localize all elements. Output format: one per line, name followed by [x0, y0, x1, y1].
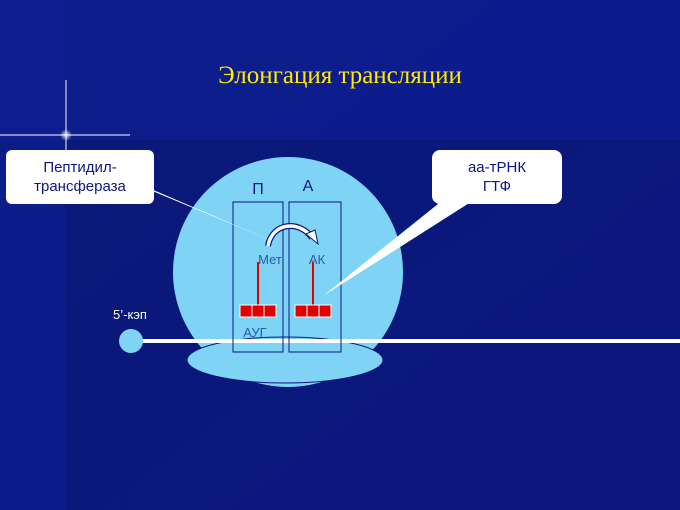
a-codon-cell: [294, 304, 308, 318]
callout-left-line2: трансфераза: [34, 178, 126, 195]
cap-label: 5’-кэп: [113, 307, 147, 322]
ribosome-large-subunit: [173, 157, 403, 387]
flare-center: [60, 129, 72, 141]
a-codon-cell: [306, 304, 320, 318]
site-p-label: П: [252, 181, 264, 198]
callout-right-line2: ГТФ: [482, 178, 512, 195]
transfer-arrow-head: [305, 229, 319, 246]
callout-left-pointer: [130, 180, 270, 240]
top-band: [0, 0, 680, 140]
codon-label: АУГ: [243, 325, 267, 340]
callout-right-pointer: [323, 196, 474, 296]
p-codon-cell: [239, 304, 253, 318]
a-site-box: [288, 201, 342, 353]
callout-left-line1: Пептидил-: [43, 159, 117, 176]
met-label: Мет: [258, 252, 282, 267]
ak-label: АК: [308, 252, 326, 267]
callout-left-text: Пептидил- трансфераза: [6, 158, 154, 196]
site-a-label: А: [302, 178, 314, 195]
p-codon-cell: [263, 304, 277, 318]
callout-left-box: [6, 150, 154, 204]
slide-title: Элонгация трансляции: [218, 62, 462, 89]
ribosome-small-subunit: [186, 336, 384, 384]
p-codon-cell: [251, 304, 265, 318]
a-codon-cell: [318, 304, 332, 318]
left-band: [0, 0, 65, 510]
cap-circle: [119, 329, 143, 353]
p-site-box: [232, 201, 284, 353]
callout-right-line1: аа-тРНК: [467, 159, 527, 176]
callout-right-text: аа-тРНК ГТФ: [432, 158, 562, 196]
callout-right-box: [432, 150, 562, 204]
